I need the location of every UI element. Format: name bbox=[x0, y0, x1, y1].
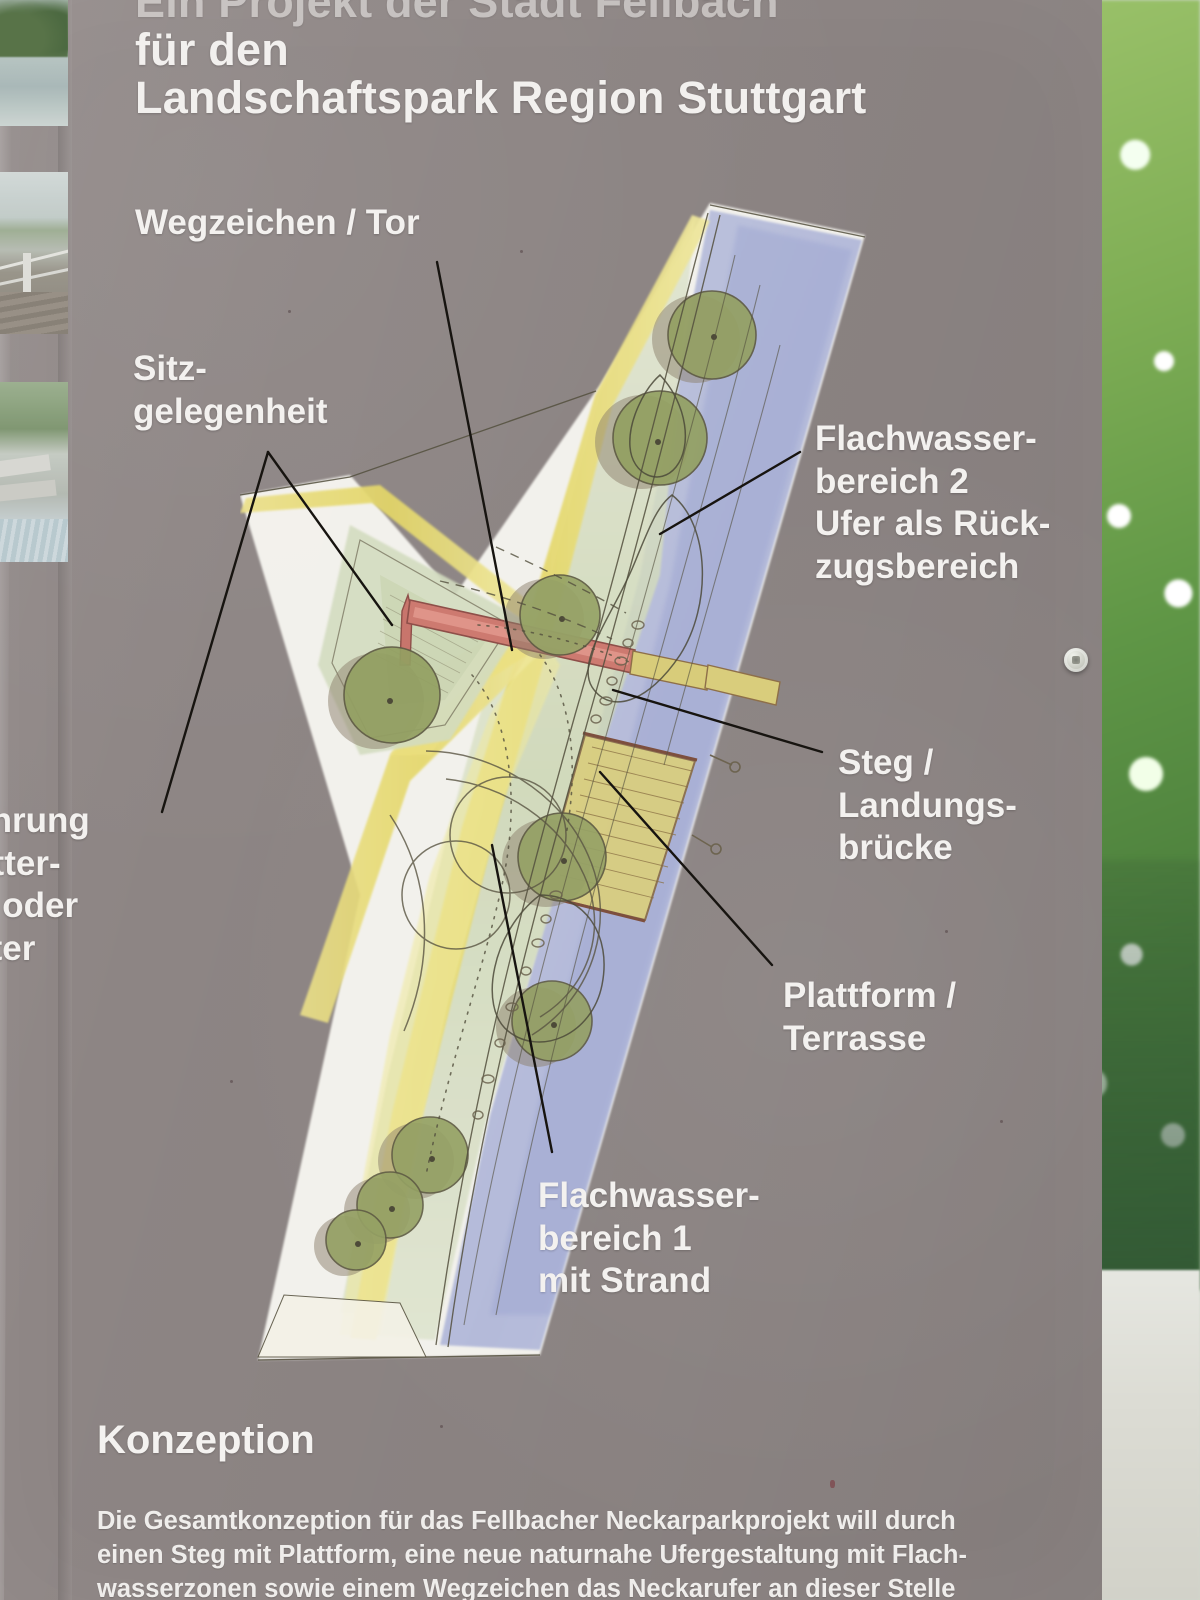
callout-flachwasserbereich-1: Flachwasser- bereich 1 mit Strand bbox=[538, 1176, 760, 1301]
konzeption-line-3: wasserzonen sowie einem Wegzeichen das N… bbox=[97, 1575, 956, 1600]
title-line-3: Landschaftspark Region Stuttgart bbox=[135, 72, 867, 123]
dust-speck bbox=[1000, 1120, 1003, 1123]
photo-stone-steps bbox=[0, 382, 68, 562]
dust-speck bbox=[288, 310, 291, 313]
konzeption-heading: Konzeption bbox=[97, 1418, 315, 1462]
konzeption-line-2: einen Steg mit Plattform, eine neue natu… bbox=[97, 1541, 967, 1570]
callout-plattform-terrasse: Plattform / Terrasse bbox=[783, 976, 957, 1058]
callout-left-cut-off: ...ahrung ...otter- ...n oder ...ster bbox=[0, 801, 90, 969]
photo-river-bank bbox=[0, 0, 68, 126]
callout-wegzeichen-tor: Wegzeichen / Tor bbox=[135, 203, 420, 242]
title-line-1: Ein Projekt der Stadt Fellbach bbox=[135, 0, 779, 27]
photo-wooden-deck bbox=[0, 172, 68, 334]
callout-steg-landungsbruecke: Steg / Landungs- brücke bbox=[838, 743, 1017, 868]
dust-speck bbox=[440, 1425, 443, 1428]
dust-speck bbox=[830, 1480, 835, 1488]
callout-sitzgelegenheit: Sitz- gelegenheit bbox=[133, 349, 328, 431]
screw-icon bbox=[1064, 648, 1088, 672]
konzeption-line-1: Die Gesamtkonzeption für das Fellbacher … bbox=[97, 1507, 956, 1535]
dust-speck bbox=[945, 930, 948, 933]
title-line-2: für den bbox=[135, 24, 289, 75]
callout-flachwasserbereich-2: Flachwasser- bereich 2 Ufer als Rück- zu… bbox=[815, 419, 1051, 587]
dust-speck bbox=[230, 1080, 233, 1083]
information-panel: Ein Projekt der Stadt Fellbach für den L… bbox=[0, 0, 1102, 1600]
dust-speck bbox=[520, 250, 523, 253]
konzeption-body: Die Gesamtkonzeption für das Fellbacher … bbox=[97, 1504, 977, 1600]
